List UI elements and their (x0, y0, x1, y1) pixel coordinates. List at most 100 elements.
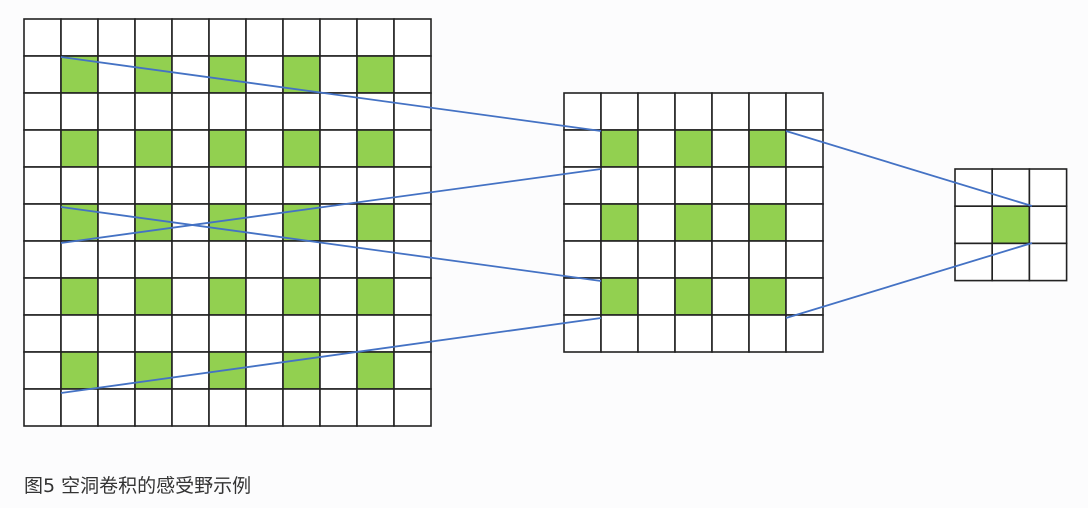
input-grid-cell (208, 388, 247, 427)
input-grid-cell (393, 203, 432, 242)
input-grid-cell (97, 92, 136, 131)
input-grid-cell (393, 92, 432, 131)
middle-grid-cell (785, 129, 824, 168)
input-grid-cell (319, 18, 358, 57)
middle-grid-cell (637, 203, 676, 242)
input-grid-cell (319, 166, 358, 205)
input-grid-cell (356, 240, 395, 279)
input-grid-active-cell (134, 351, 173, 390)
input-grid-cell (60, 388, 99, 427)
input-grid-active-cell (356, 129, 395, 168)
middle-grid-active-cell (674, 129, 713, 168)
input-grid-cell (356, 388, 395, 427)
input-grid-cell (171, 351, 210, 390)
input-grid-cell (319, 351, 358, 390)
middle-grid-active-cell (674, 203, 713, 242)
input-grid-cell (356, 18, 395, 57)
middle-grid-cell (711, 240, 750, 279)
input-grid-cell (208, 92, 247, 131)
input-grid-cell (171, 166, 210, 205)
input-grid-active-cell (356, 203, 395, 242)
input-grid-active-cell (60, 129, 99, 168)
middle-grid-cell (711, 277, 750, 316)
input-grid-cell (23, 277, 62, 316)
input-grid-cell (171, 18, 210, 57)
input-grid-cell (23, 92, 62, 131)
input-grid-active-cell (356, 351, 395, 390)
middle-grid-cell (674, 314, 713, 353)
input-grid-cell (171, 277, 210, 316)
output-grid-cell (991, 168, 1031, 208)
input-grid-cell (23, 314, 62, 353)
middle-grid-cell (785, 203, 824, 242)
middle-grid-cell (785, 240, 824, 279)
middle-grid-cell (785, 277, 824, 316)
input-grid-cell (134, 18, 173, 57)
input-grid-cell (393, 18, 432, 57)
middle-grid-cell (748, 92, 787, 131)
input-grid-cell (319, 55, 358, 94)
middle-grid-cell (563, 92, 602, 131)
input-grid-cell (282, 388, 321, 427)
input-grid-cell (134, 314, 173, 353)
input-grid-cell (60, 166, 99, 205)
input-grid-cell (60, 18, 99, 57)
input-grid-cell (319, 277, 358, 316)
middle-grid-cell (600, 314, 639, 353)
middle-grid-cell (563, 277, 602, 316)
middle-grid-cell (563, 129, 602, 168)
input-grid-cell (60, 314, 99, 353)
middle-grid-cell (637, 277, 676, 316)
input-grid-cell (282, 92, 321, 131)
input-grid-cell (393, 55, 432, 94)
middle-grid-active-cell (748, 277, 787, 316)
middle-grid-cell (748, 240, 787, 279)
input-grid-cell (282, 18, 321, 57)
input-grid-cell (245, 18, 284, 57)
input-grid-cell (60, 240, 99, 279)
input-grid-cell (319, 203, 358, 242)
input-grid-active-cell (208, 55, 247, 94)
input-grid-cell (245, 277, 284, 316)
middle-grid-cell (674, 240, 713, 279)
input-grid-cell (134, 240, 173, 279)
receptive-field-connector (60, 168, 602, 244)
middle-grid-cell (637, 240, 676, 279)
output-grid-cell (1028, 168, 1068, 208)
output-grid-cell (954, 205, 994, 245)
input-grid-cell (171, 240, 210, 279)
dilated-convolution-diagram (23, 18, 1068, 427)
middle-grid-cell (674, 166, 713, 205)
middle-grid-cell (600, 166, 639, 205)
middle-grid-cell (637, 92, 676, 131)
input-grid-cell (23, 203, 62, 242)
input-grid-cell (393, 277, 432, 316)
input-grid-cell (245, 166, 284, 205)
middle-grid-cell (711, 314, 750, 353)
input-grid-active-cell (60, 351, 99, 390)
middle-grid-cell (637, 166, 676, 205)
input-grid-active-cell (356, 55, 395, 94)
input-grid-cell (23, 240, 62, 279)
input-grid-cell (208, 314, 247, 353)
receptive-field-connector (60, 56, 602, 132)
input-grid-cell (134, 92, 173, 131)
middle-grid-cell (785, 92, 824, 131)
input-grid-cell (23, 351, 62, 390)
input-grid-cell (97, 277, 136, 316)
middle-grid-active-cell (600, 203, 639, 242)
receptive-field-connector (785, 242, 1033, 319)
output-grid-active-cell (991, 205, 1031, 245)
input-grid-cell (97, 388, 136, 427)
middle-grid-cell (711, 92, 750, 131)
input-grid-cell (282, 314, 321, 353)
middle-grid-cell (600, 240, 639, 279)
output-grid-cell (991, 242, 1031, 282)
input-grid-active-cell (60, 277, 99, 316)
input-grid-cell (393, 388, 432, 427)
output-grid-cell (954, 242, 994, 282)
input-grid-cell (97, 129, 136, 168)
middle-grid-cell (600, 92, 639, 131)
input-grid-cell (23, 55, 62, 94)
input-grid-cell (245, 129, 284, 168)
